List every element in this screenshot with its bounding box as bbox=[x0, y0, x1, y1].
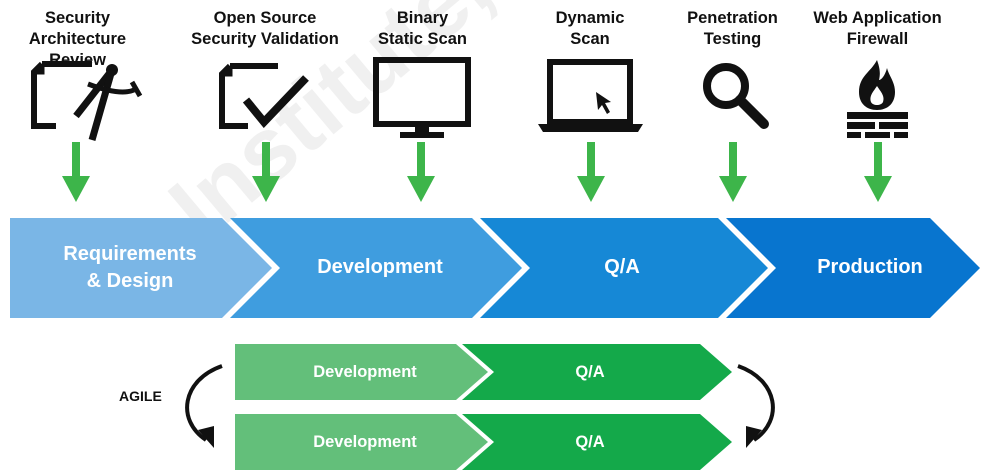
tool-label-penetration-testing: Penetration Testing bbox=[687, 9, 778, 48]
chevron-production bbox=[726, 218, 980, 318]
tool-label-dynamic-scan: Dynamic Scan bbox=[555, 9, 625, 48]
stage-label-qa: Q/A bbox=[604, 256, 640, 278]
agile-label: AGILE bbox=[119, 388, 162, 404]
chevron-qa bbox=[480, 218, 768, 318]
firewall-icon bbox=[847, 60, 908, 138]
down-arrow-icon bbox=[62, 142, 90, 202]
monitor-icon bbox=[373, 57, 471, 138]
agile-row1-development-label: Development bbox=[313, 363, 417, 381]
magnifier-icon bbox=[703, 63, 769, 129]
agile-row2-development-label: Development bbox=[313, 433, 417, 451]
tool-label-binary-static-scan: Binary Static Scan bbox=[378, 9, 467, 48]
tool-label-open-source-security-validation: Open Source Security Validation bbox=[191, 9, 339, 48]
document-checkmark-icon bbox=[219, 63, 309, 129]
pipeline-chevrons bbox=[10, 218, 980, 318]
down-arrow-icon bbox=[252, 142, 280, 202]
agile-chevrons bbox=[185, 344, 775, 470]
down-arrow-icon bbox=[719, 142, 747, 202]
down-arrow-icon bbox=[407, 142, 435, 202]
down-arrow-icon bbox=[577, 142, 605, 202]
agile-row1-development bbox=[235, 344, 488, 400]
agile-row2-qa-label: Q/A bbox=[575, 433, 605, 451]
agile-row1-qa-label: Q/A bbox=[575, 363, 605, 381]
chevron-requirements bbox=[10, 218, 272, 318]
chevron-development bbox=[230, 218, 522, 318]
stage-label-production: Production bbox=[817, 256, 923, 278]
laptop-cursor-icon bbox=[538, 59, 643, 132]
stage-label-requirements: Requirements & Design bbox=[63, 243, 197, 292]
drafting-compass-icon bbox=[31, 61, 143, 141]
agile-row1-qa bbox=[462, 344, 732, 400]
right-curved-arrow-icon bbox=[737, 364, 775, 442]
left-curved-arrow-icon bbox=[185, 364, 223, 442]
agile-row2-development bbox=[235, 414, 488, 470]
agile-row2-qa bbox=[462, 414, 732, 470]
tool-label-web-application-firewall: Web Application Firewall bbox=[813, 9, 942, 48]
stage-label-development: Development bbox=[317, 256, 443, 278]
down-arrow-icon bbox=[864, 142, 892, 202]
